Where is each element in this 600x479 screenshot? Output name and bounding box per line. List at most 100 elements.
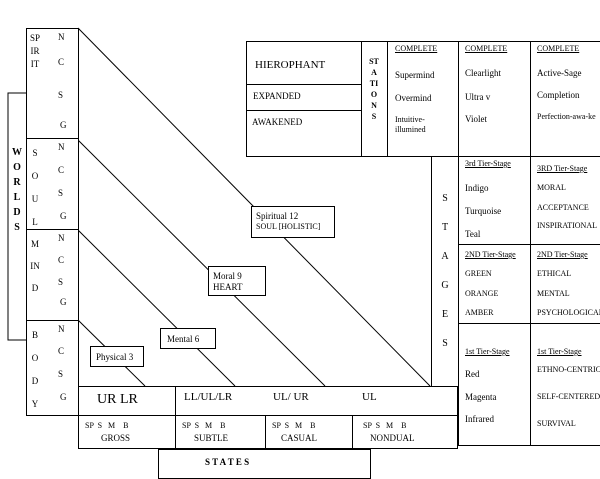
physical-label-box: Physical 3 [90,346,144,367]
stage-item: Violet [465,114,487,124]
world-letter: G [60,392,67,402]
quadrant-row: LL/UL/LR UL/ UR UL [175,386,458,416]
stages-tier3-cell: 3rd Tier-Stage Indigo Turquoise Teal [458,156,531,245]
stages-complete-header: COMPLETE [465,44,508,53]
hierophant-title-cell: HIEROPHANT [246,41,362,85]
right-item: MORAL [537,183,566,192]
right-complete-cell: COMPLETE Active-Sage Completion Perfecti… [530,41,600,157]
state-name: SUBTLE [194,433,229,443]
world-letter: G [60,120,67,130]
right-item: Perfection-awa-ke [537,112,596,121]
worlds-bracket [7,92,26,341]
state-codes: SP S M B [272,421,316,430]
world-row-body [26,320,79,416]
state-name: NONDUAL [370,433,415,443]
moral-label: Moral 9 [213,271,242,281]
right-item: Active-Sage [537,68,582,78]
stage-item: Magenta [465,392,497,402]
stations-cell: COMPLETE Supermind Overmind Intuitive-il… [387,41,459,157]
state-name: CASUAL [281,433,318,443]
physical-label: Physical 3 [96,352,134,362]
mental-label-box: Mental 6 [160,328,216,349]
stage-item: ORANGE [465,289,499,298]
right-item: ACCEPTANCE [537,203,589,212]
state-codes: SP S M B [363,421,407,430]
right-item: Completion [537,90,580,100]
stage-item: AMBER [465,308,494,317]
world-letter: S [58,369,64,379]
right-item: SELF-CENTERED [537,392,600,401]
right-tier1-header: 1st Tier-Stage [537,347,582,356]
world-letter: G [60,297,67,307]
stages-tier2-cell: 2ND Tier-Stage GREEN ORANGE AMBER [458,244,531,324]
quadrant-ur-lr: UR LR [78,386,176,416]
right-item: SURVIVAL [537,419,576,428]
world-letter: C [58,57,65,67]
world-row-spirit [26,28,79,139]
hierophant-expanded-cell: EXPANDED [246,84,362,111]
soul-diagonal [77,139,326,387]
state-cell-subtle: SP S M B SUBTLE [175,415,266,449]
spiritual-sublabel: SOUL [HOLISTIC] [256,222,321,231]
world-name-mind: MIND [30,239,40,293]
world-letter: N [58,32,65,42]
states-title-box: S T A T E S [158,449,371,479]
mind-diagonal [77,229,236,387]
states-title: S T A T E S [205,457,250,467]
moral-sublabel: HEART [213,282,243,292]
right-tier1-cell: 1st Tier-Stage ETHNO-CENTRIC SELF-CENTER… [530,323,600,446]
stage-item: Red [465,369,480,379]
right-tier3-cell: 3RD Tier-Stage MORAL ACCEPTANCE INSPIRAT… [530,156,600,245]
quadrant-ul-label: UL [362,391,377,403]
stage-item: Ultra v [465,92,491,102]
stage-item: Teal [465,229,481,239]
right-item: ETHNO-CENTRIC [537,365,600,374]
stages-tier1-header: 1st Tier-Stage [465,347,510,356]
hierophant-expanded: EXPANDED [253,91,301,101]
world-name-body: BODY [31,330,39,409]
right-item: INSPIRATIONAL [537,221,597,230]
state-cell-nondual: SP S M B NONDUAL [352,415,458,449]
world-letter: S [58,277,64,287]
world-letter: S [58,188,64,198]
quadrant-ur-lr-label: UR LR [97,392,138,407]
stages-tier3-header: 3rd Tier-Stage [465,159,511,168]
spiritual-label-box: Spiritual 12 SOUL [HOLISTIC] [251,206,335,238]
stations-title: STATIONS [369,57,379,121]
world-letter: G [60,211,67,221]
worlds-title: WORLDS [12,147,22,233]
state-codes: SP S M B [182,421,226,430]
stage-item: Indigo [465,183,489,193]
world-letter: N [58,233,65,243]
right-tier3-header: 3RD Tier-Stage [537,164,588,173]
right-complete-header: COMPLETE [537,44,580,53]
right-item: MENTAL [537,289,570,298]
state-cell-casual: SP S M B CASUAL [265,415,353,449]
world-name-soul: SOUL [31,148,39,227]
moral-label-box: Moral 9 HEART [208,266,266,296]
stages-tier2-header: 2ND Tier-Stage [465,250,516,259]
right-item: PSYCHOLOGICAL [537,308,600,317]
spiritual-label: Spiritual 12 [256,211,299,221]
stations-header: COMPLETE [395,44,438,53]
world-name-spirit: SPIRIT [30,33,41,69]
quadrant-ul-ur-label: UL/ UR [273,391,309,403]
state-codes: SP S M B [85,421,129,430]
world-letter: N [58,324,65,334]
stage-item: Infrared [465,414,494,424]
world-letter: C [58,255,65,265]
right-tier2-header: 2ND Tier-Stage [537,250,588,259]
right-item: ETHICAL [537,269,572,278]
right-tier2-cell: 2ND Tier-Stage ETHICAL MENTAL PSYCHOLOGI… [530,244,600,324]
hierophant-title: HIEROPHANT [255,59,326,71]
stage-item: Clearlight [465,68,501,78]
mental-label: Mental 6 [167,334,200,344]
station-item: Overmind [395,93,432,103]
quadrant-ll-ul-lr-label: LL/UL/LR [184,391,233,403]
station-item: Supermind [395,70,435,80]
stage-item: Turquoise [465,206,502,216]
world-letter: S [58,90,64,100]
stages-title: STAGES [441,193,449,349]
world-letter: C [58,346,65,356]
state-name: GROSS [101,433,131,443]
